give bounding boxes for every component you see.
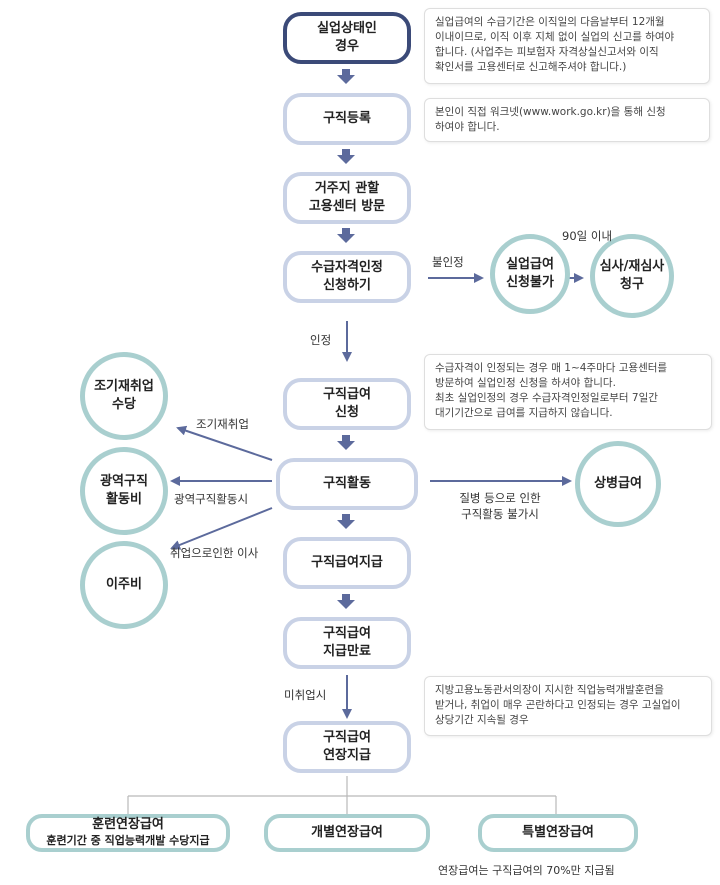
circle-text: 심사/재심사 (599, 259, 665, 274)
node-text: 구직활동 (323, 476, 371, 491)
note-worknet: 본인이 직접 워크넷(www.work.go.kr)을 통해 신청 하여야 합니… (424, 98, 710, 142)
node-benefit-end: 구직급여 지급만료 (283, 617, 411, 669)
node-text: 고용센터 방문 (308, 199, 386, 214)
node-text: 구직급여 (323, 626, 371, 641)
node-text: 거주지 관할 (314, 181, 380, 196)
node-text: 수급자격인정 (311, 260, 383, 275)
note-line: 받거나, 취업이 매우 곤란하다고 인정되는 경우 고실업이 (435, 699, 681, 711)
note-line: 수급자격이 인정되는 경우 매 1~4주마다 고용센터를 (435, 362, 668, 374)
circle-text: 활동비 (106, 492, 142, 507)
down-arrow (337, 69, 355, 84)
footer-note: 연장급여는 구직급여의 70%만 지급됨 (438, 864, 615, 877)
circle-wide-area-job-search: 광역구직 활동비 (80, 447, 168, 535)
node-visit-center: 거주지 관할 고용센터 방문 (283, 172, 411, 224)
circle-text: 실업급여 (506, 257, 554, 272)
node-benefit-application: 구직급여 신청 (283, 378, 411, 430)
note-benefit-period: 실업급여의 수급기간은 이직일의 다음날부터 12개월 이내이므로, 이직 이후… (424, 8, 710, 84)
node-benefit-payment: 구직급여지급 (283, 537, 411, 589)
node-eligibility-application: 수급자격인정 신청하기 (283, 251, 411, 303)
label-wide-area-job-search: 광역구직활동시 (174, 492, 249, 506)
down-arrow (337, 594, 355, 609)
circle-text: 이주비 (106, 577, 142, 592)
note-line: 본인이 직접 워크넷(www.work.go.kr)을 통해 신청 (435, 106, 666, 118)
node-unemployed: 실업상태인 경우 (283, 12, 411, 64)
circle-text: 광역구직 (100, 474, 148, 489)
node-text: 구직등록 (323, 111, 371, 126)
box-subtext: 훈련기간 중 직업능력개발 수당지급 (46, 834, 210, 847)
box-text: 특별연장급여 (522, 825, 594, 840)
note-line: 방문하여 실업인정 신청을 하셔야 합니다. (435, 377, 616, 389)
circle-text: 조기재취업 (94, 379, 154, 394)
box-training-extension: 훈련연장급여 훈련기간 중 직업능력개발 수당지급 (26, 814, 230, 852)
down-arrow (337, 514, 355, 529)
node-job-registration: 구직등록 (283, 93, 411, 145)
node-text: 실업상태인 (317, 21, 377, 36)
node-text: 구직급여 (323, 387, 371, 402)
label-early-reemployment: 조기재취업 (196, 417, 249, 431)
label-not-approved: 불인정 (432, 255, 464, 269)
circle-early-reemployment: 조기재취업 수당 (80, 352, 168, 440)
circle-text: 신청불가 (506, 275, 554, 290)
node-job-search: 구직활동 (276, 458, 418, 510)
label-sickness: 질병 등으로 인한 구직활동 불가시 (440, 490, 560, 522)
down-arrow (337, 228, 355, 243)
circle-application-denied: 실업급여 신청불가 (490, 234, 570, 314)
note-line: 확인서를 고용센터로 신고해주셔야 합니다.) (435, 61, 627, 73)
note-line: 최초 실업인정의 경우 수급자격인정일로부터 7일간 (435, 392, 658, 404)
note-line: 실업급여의 수급기간은 이직일의 다음날부터 12개월 (435, 16, 665, 28)
branch-lines (127, 776, 557, 814)
node-text: 신청 (335, 405, 359, 420)
circle-text: 청구 (620, 277, 644, 292)
label-relocation: 취업으로인한 이사 (170, 546, 259, 560)
note-line: 상당기간 지속될 경우 (435, 714, 529, 726)
node-text: 지급만료 (323, 644, 371, 659)
note-extension-conditions: 지방고용노동관서의장이 지시한 직업능력개발훈련을 받거나, 취업이 매우 곤란… (424, 676, 712, 736)
note-line: 하여야 합니다. (435, 121, 500, 133)
node-text: 구직급여 (323, 730, 371, 745)
box-text: 개별연장급여 (311, 825, 383, 840)
circle-review-request: 심사/재심사 청구 (590, 234, 674, 318)
node-benefit-extension: 구직급여 연장지급 (283, 721, 411, 773)
down-arrow (337, 149, 355, 164)
note-unemployment-recognition: 수급자격이 인정되는 경우 매 1~4주마다 고용센터를 방문하여 실업인정 신… (424, 354, 712, 430)
note-line: 지방고용노동관서의장이 지시한 직업능력개발훈련을 (435, 684, 664, 696)
node-text: 경우 (335, 39, 359, 54)
note-line: 이내이므로, 이직 이후 지체 없이 실업의 신고를 하여야 (435, 31, 675, 43)
down-arrows (337, 69, 355, 609)
node-text: 연장지급 (323, 748, 371, 763)
label-within-90-days: 90일 이내 (562, 229, 613, 243)
circle-text: 수당 (112, 397, 136, 412)
node-text: 신청하기 (323, 278, 371, 293)
label-line: 구직활동 불가시 (461, 507, 539, 521)
circle-text: 상병급여 (594, 476, 642, 491)
arrow-relocation (170, 507, 273, 550)
circle-relocation: 이주비 (80, 541, 168, 629)
circle-sickness-benefit: 상병급여 (575, 441, 661, 527)
box-special-extension: 특별연장급여 (478, 814, 638, 852)
box-text: 훈련연장급여 (92, 817, 164, 832)
label-line: 질병 등으로 인한 (459, 491, 541, 505)
note-line: 대기기간으로 급여를 지급하지 않습니다. (435, 407, 613, 419)
label-not-employed: 미취업시 (284, 688, 327, 702)
arrow-early-reemployment (176, 425, 273, 461)
box-individual-extension: 개별연장급여 (264, 814, 430, 852)
note-line: 합니다. (사업주는 피보험자 자격상실신고서와 이직 (435, 46, 659, 58)
label-approved: 인정 (310, 333, 332, 347)
node-text: 구직급여지급 (311, 555, 383, 570)
down-arrow (337, 435, 355, 450)
